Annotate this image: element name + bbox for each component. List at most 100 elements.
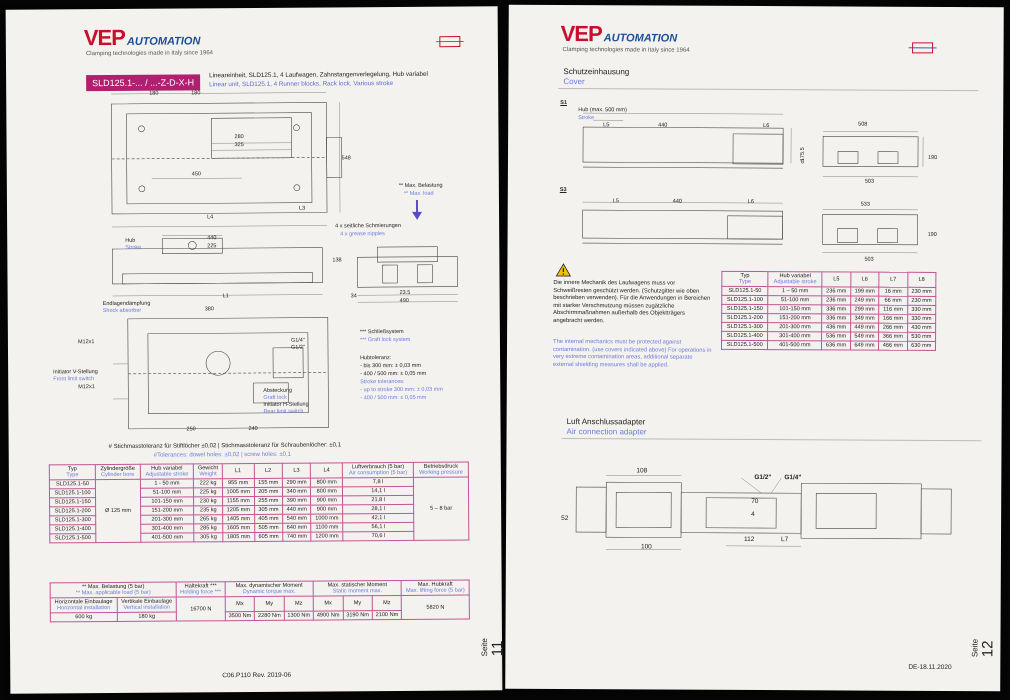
- stat-mz: Mz: [372, 595, 402, 611]
- ct-th-l6: L6: [850, 272, 880, 288]
- ct-cell-l7: 466 mm: [878, 341, 908, 351]
- air-section-title-de: Luft Anschlussadapter: [566, 417, 646, 427]
- cover-section-title-de: Schutzeinhausung: [563, 66, 630, 77]
- air-dim-52: 52: [561, 514, 569, 523]
- s1-dim-stroke-de: Hub (max. 500 mm): [578, 107, 627, 114]
- cell-l2: 305 mm: [254, 505, 283, 515]
- cover-s3-front-drawing: [822, 209, 919, 254]
- cover-s1-side-drawing: [582, 112, 792, 169]
- s1-dim-440: 440: [658, 122, 668, 129]
- ct-cell-l7: 266 mm: [878, 323, 908, 333]
- cover-section-title-en: Cover: [563, 76, 585, 87]
- cell-type: SLD125.1-50: [49, 479, 96, 489]
- linear-unit-symbol-icon: [435, 36, 464, 48]
- cell-air: 42,1 l: [342, 513, 414, 523]
- ct-cell-type: SLD125.1-150: [721, 304, 769, 314]
- warning-icon: [555, 263, 572, 277]
- max-load-label-de: ** Max. Belastung: [398, 182, 443, 189]
- cell-type: SLD125.1-300: [49, 515, 96, 525]
- cell-l2: 405 mm: [254, 514, 283, 524]
- s3-dim-503: 503: [864, 256, 874, 263]
- stroke-tol-en-1: - up to stroke 300 mm: ± 0,03 mm: [360, 386, 443, 394]
- ct-cell-stroke: 51-100 mm: [768, 295, 823, 305]
- bottom-view-drawing: [113, 317, 329, 430]
- th-l2: L2: [253, 463, 283, 479]
- stroke-tol-en-2: - 400 / 500 mm: ± 0,05 mm: [360, 394, 427, 402]
- cell-l1: 1805 mm: [222, 532, 255, 542]
- cover-s1-front-drawing: [822, 131, 924, 178]
- ct-cell-stroke: 1 – 50 mm: [768, 286, 823, 296]
- ct-cell-l6: 449 mm: [850, 323, 879, 333]
- cell-l4: 1200 mm: [311, 531, 344, 542]
- stroke-label-de: Hub: [125, 237, 136, 244]
- cell-weight: 265 kg: [194, 514, 223, 524]
- front-switch-label-en: Front limit switch: [53, 376, 95, 383]
- dyn-mz: Mz: [283, 596, 314, 612]
- graft-lock-label-en: Graft lock: [263, 394, 287, 401]
- load-arrow-icon: [412, 199, 423, 220]
- top-view-drawing: [110, 92, 343, 228]
- cell-type: SLD125.1-400: [49, 524, 96, 534]
- ct-cell-type: SLD125.1-50: [721, 286, 769, 296]
- graft-lock-label-de: Absteckung: [263, 387, 293, 394]
- footer-date: DE-18.11.2020: [908, 663, 952, 672]
- ct-cell-type: SLD125.1-400: [721, 331, 768, 341]
- cell-type: SLD125.1-150: [49, 497, 96, 507]
- th-l4: L4: [310, 462, 343, 479]
- stat-my-value: 3190 Nm: [342, 610, 373, 620]
- cell-l4: 800 mm: [310, 477, 343, 488]
- thread-m12b: M12x1: [78, 384, 95, 391]
- cell-l3: 640 mm: [282, 523, 312, 533]
- stroke-tol-de-2: - 400 / 500 mm: ± 0,05 mm: [360, 370, 427, 378]
- warning-text-en: The internal mechanics must be protected…: [552, 338, 712, 369]
- cell-stroke: 401-500 mm: [140, 532, 195, 543]
- s3-dim-L6: L6: [747, 198, 754, 205]
- dim-225: 225: [207, 243, 217, 250]
- s1-dim-508: 508: [858, 121, 868, 128]
- cell-weight: 285 kg: [194, 523, 223, 533]
- cell-l1: 1605 mm: [222, 523, 255, 533]
- stroke-tol-title-de: Hubtoleranz:: [360, 355, 392, 362]
- dim-180a: 180: [149, 90, 159, 97]
- cell-weight: 230 kg: [193, 496, 223, 506]
- th-air: Luftverbrauch (5 bar)Air consumption (5 …: [342, 462, 414, 478]
- dim-440: 440: [207, 235, 217, 242]
- cell-l1: 1155 mm: [222, 496, 255, 506]
- ct-cell-l8: 230 mm: [907, 287, 936, 297]
- ct-cell-stroke: 401-500 mm: [767, 340, 822, 350]
- dim-240: 240: [248, 425, 258, 433]
- cell-stroke: 301-400 mm: [140, 523, 195, 534]
- ct-cell-stroke: 301-400 mm: [767, 331, 822, 341]
- logo-tagline: Clamping technologies made in Italy sinc…: [85, 50, 214, 58]
- stat-mx: Mx: [313, 595, 343, 612]
- air-port-g14: G1/4": [784, 474, 802, 482]
- ct-cell-stroke: 201-300 mm: [767, 322, 822, 332]
- cell-stroke: 1 - 50 mm: [139, 478, 194, 489]
- shock-absorber-label-de: Endlagendämpfung: [102, 300, 151, 308]
- grease-label-de: 4 x seitliche Schmierungen: [335, 222, 401, 230]
- holding-force-value: 16700 N: [176, 596, 226, 622]
- cell-stroke: 101-150 mm: [140, 496, 195, 507]
- cell-air: 28,1 l: [342, 504, 414, 514]
- ct-cell-l7: 366 mm: [878, 332, 908, 342]
- stroke-tol-de-1: - bis 300 mm: ± 0,03 mm: [360, 362, 421, 370]
- cell-weight: 235 kg: [194, 505, 223, 515]
- s1-dim-190: 190: [927, 154, 938, 161]
- ct-cell-l7: 166 mm: [878, 314, 908, 324]
- cell-l4: 800 mm: [310, 486, 343, 497]
- ct-cell-l5: 336 mm: [821, 304, 851, 315]
- dim-L4: L4: [207, 214, 214, 221]
- footer-revision: C06.P110 Rev. 2019-06: [222, 671, 292, 680]
- cell-l1: 1205 mm: [222, 505, 255, 515]
- dyn-mx-value: 3500 Nm: [225, 611, 255, 621]
